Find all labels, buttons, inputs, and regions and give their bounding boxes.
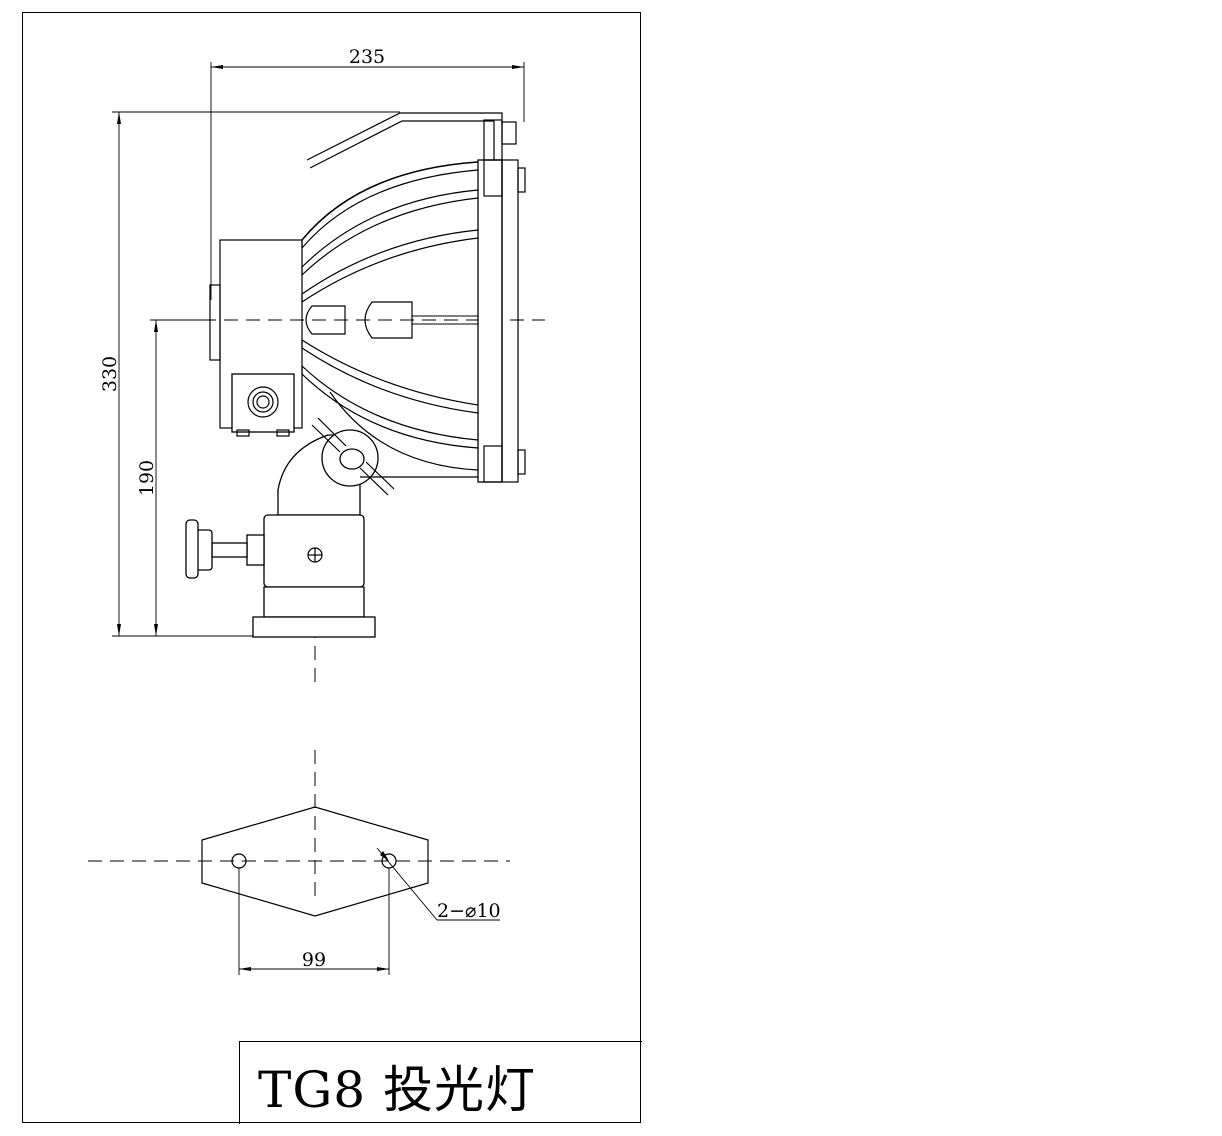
dim-height-label: 330 [99,356,121,392]
dim-axis-height-label: 190 [136,460,158,496]
hole-note-label: 2−⌀10 [437,900,501,922]
drawing-title: TG8 投光灯 [258,1061,536,1119]
drawing-frame [22,12,641,1123]
top-bracket [306,112,517,169]
front-frame [477,159,526,483]
dim-height: 330 [99,111,400,637]
dim-axis-height: 190 [136,319,210,636]
hole-spacing-label: 99 [302,949,326,971]
title-block: TG8 投光灯 [239,1041,642,1124]
rear-housing [209,239,303,437]
dim-width: 235 [210,46,525,300]
dim-width-label: 235 [349,46,385,68]
base-plate-plan: 2−⌀10 99 [88,806,510,975]
base-column [185,514,376,638]
swivel-arm [277,417,478,516]
lamp-bulb [305,301,478,339]
cooling-fins [301,161,479,471]
